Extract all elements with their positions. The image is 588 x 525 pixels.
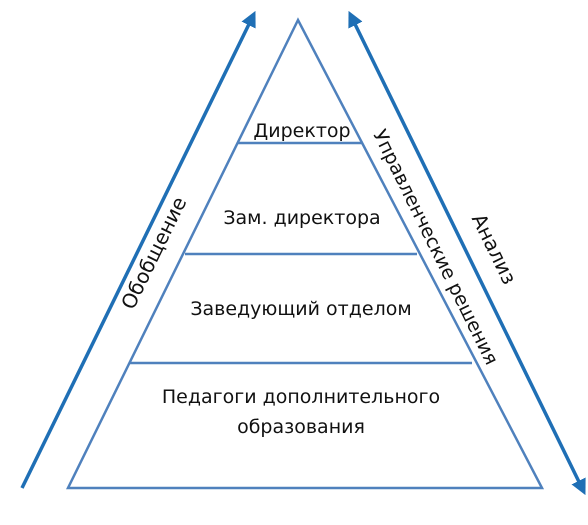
level-deputy-director-label: Зам. директора	[223, 207, 380, 229]
left-arrow-generalization	[20, 10, 256, 489]
level-director-label: Директор	[253, 120, 350, 142]
level-department-head-label: Заведующий отделом	[190, 298, 411, 320]
pyramid-outline	[65, 17, 545, 490]
level-teachers-label-line-2: образования	[237, 416, 365, 438]
right-arrow-label: Анализ	[467, 210, 522, 288]
level-teachers-label-line-1: Педагоги дополнительного	[162, 386, 440, 408]
left-arrow-label: Обобщение	[116, 193, 191, 313]
right-arrow-analysis	[348, 10, 586, 496]
